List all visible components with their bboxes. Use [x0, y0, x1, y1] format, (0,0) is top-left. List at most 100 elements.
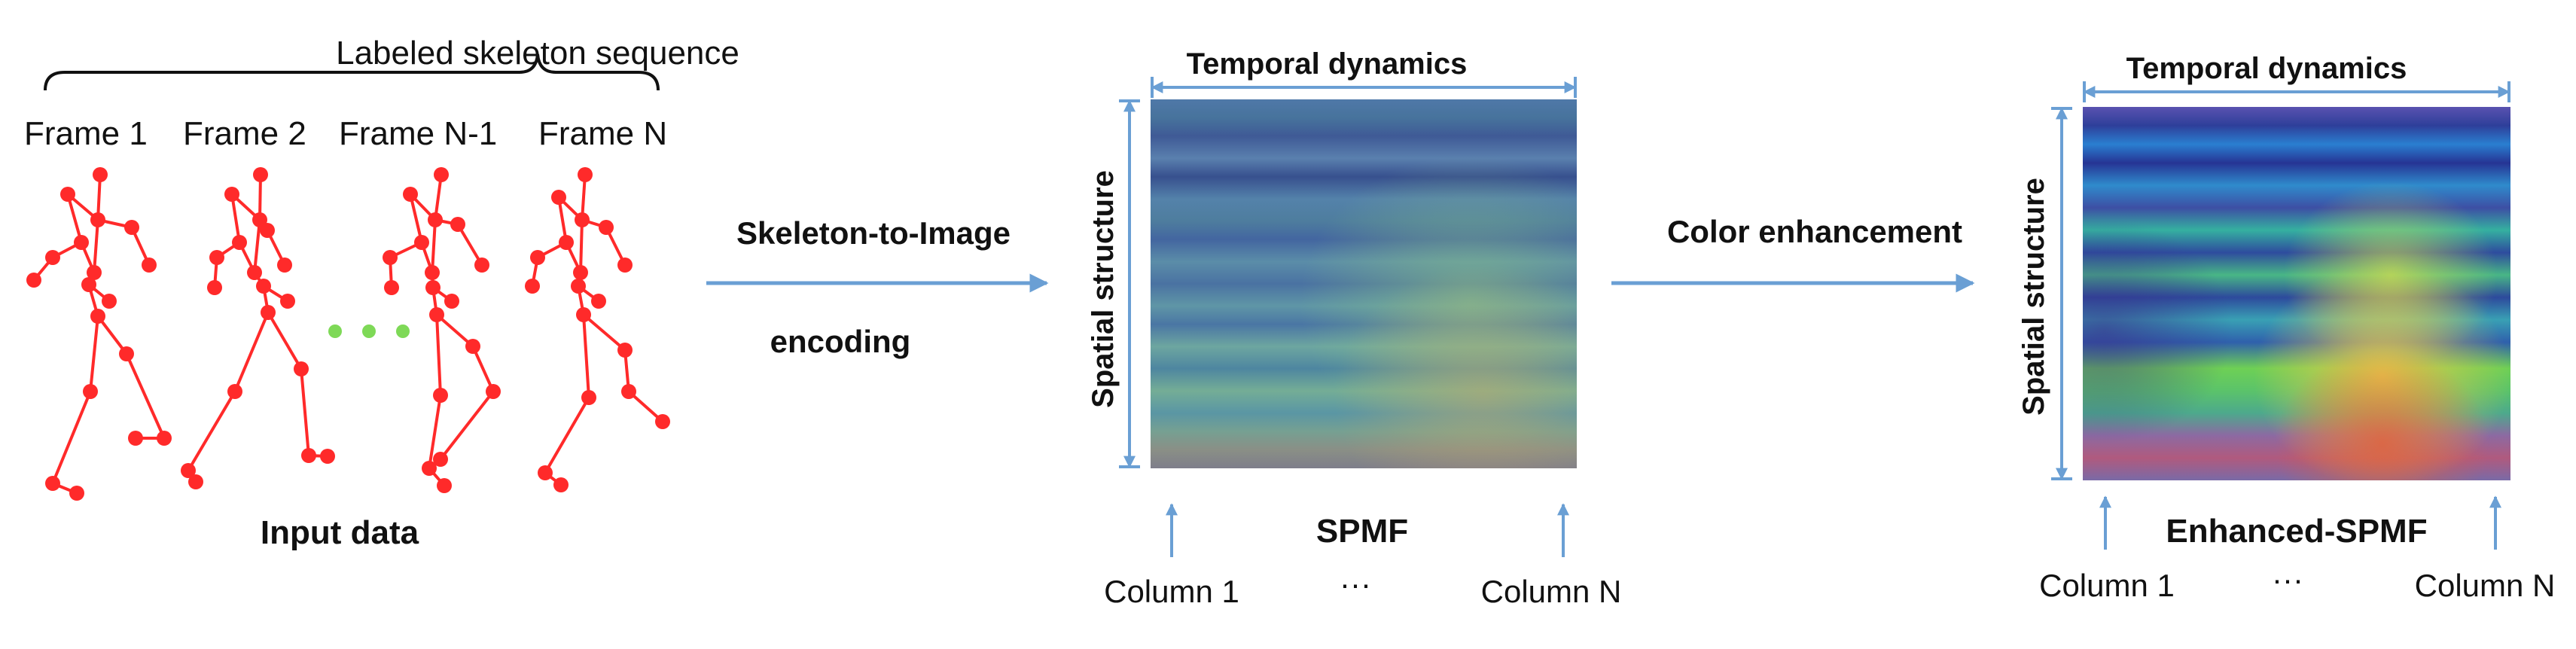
skeleton-joint — [573, 265, 588, 280]
skeleton-joint — [142, 257, 157, 273]
skeleton-joint — [294, 361, 309, 376]
skeleton-bone — [258, 174, 262, 221]
skeleton-bone — [300, 368, 310, 456]
input-section: Labeled skeleton sequence Frame 1 Frame … — [24, 35, 739, 551]
skeleton-joint — [69, 486, 84, 501]
skeleton-joint — [425, 280, 441, 295]
skeleton-bone — [439, 390, 495, 461]
skeleton-joint — [617, 257, 633, 273]
green-dot — [396, 324, 410, 338]
skeleton-bone — [544, 396, 590, 474]
skeleton-bone — [230, 193, 241, 243]
skeleton-bone — [96, 315, 128, 355]
skeleton-bone — [435, 314, 442, 396]
spmf-image — [1151, 99, 1577, 468]
enhanced-columnn-label: Column N — [2415, 568, 2556, 603]
skeleton-bone — [557, 197, 568, 243]
spmf-columnn-label: Column N — [1481, 574, 1622, 609]
skeleton-joint — [188, 474, 203, 489]
skeleton-bone — [253, 219, 261, 273]
skeleton-joint — [599, 220, 614, 235]
spmf-column-ellipsis: ··· — [1340, 566, 1371, 602]
skeleton-joint — [261, 305, 276, 320]
skeleton-joint — [119, 346, 134, 361]
skeleton-joint — [277, 257, 292, 273]
skeleton-joint — [45, 476, 60, 491]
skeleton-bone — [125, 353, 166, 439]
skeleton-bone — [428, 395, 442, 469]
skeleton-joint — [581, 390, 596, 405]
skeleton-joint — [280, 294, 295, 309]
skeleton-joint — [474, 257, 489, 273]
skeleton-joint — [301, 448, 316, 463]
skeleton-bone — [582, 314, 590, 398]
skeleton-bone — [267, 311, 303, 370]
enhanced-temporal-label: Temporal dynamics — [2126, 52, 2407, 85]
frame-label-1: Frame 1 — [24, 115, 148, 152]
skeleton-joint — [444, 294, 459, 309]
skeleton-joint — [260, 223, 275, 238]
skeleton-joint — [253, 167, 268, 182]
enhanced-spatial-label: Spatial structure — [2017, 178, 2050, 416]
skeleton-joint — [437, 478, 452, 493]
skeleton-joint — [224, 187, 239, 202]
encoding-label-line2: encoding — [770, 324, 911, 359]
skeleton-bone — [51, 391, 92, 484]
skeleton-joint — [525, 279, 540, 294]
skeleton-joint — [383, 250, 398, 265]
enhanced-spmf-section: Temporal dynamics Spatial structure Enha… — [2017, 52, 2555, 603]
skeleton-joint — [429, 307, 444, 322]
skeleton-joint — [384, 280, 399, 295]
skeleton-bone — [409, 193, 423, 243]
encoding-step: Skeleton-to-Image encoding — [706, 215, 1049, 359]
skeleton-joint — [425, 265, 440, 280]
skeleton-sequence-header: Labeled skeleton sequence — [336, 35, 739, 72]
skeleton-bone — [89, 315, 99, 392]
skeleton-joint — [450, 217, 465, 232]
skeleton-bone — [579, 219, 584, 273]
skeleton-frames — [26, 167, 670, 501]
skeleton-bone — [66, 193, 83, 243]
skeleton-joint — [157, 431, 172, 446]
skeleton-joint — [74, 235, 89, 250]
skeleton-joint — [571, 279, 586, 294]
skeleton-joint — [553, 477, 569, 492]
skeleton-joint — [102, 294, 117, 309]
green-dot — [362, 324, 376, 338]
skeleton-joint — [575, 212, 590, 227]
skeleton-joint — [87, 265, 102, 280]
green-dot — [328, 324, 342, 338]
enhanced-column1-label: Column 1 — [2039, 568, 2175, 603]
skeleton-bone — [581, 174, 587, 221]
spmf-section: Temporal dynamics Spatial structure SPMF… — [1087, 47, 1621, 609]
skeleton-joint — [252, 212, 267, 227]
skeleton-joint — [530, 250, 545, 265]
skeleton-bone — [435, 313, 474, 348]
skeleton-joint — [559, 235, 574, 250]
skeleton-joint — [93, 167, 108, 182]
skeleton-joint — [576, 307, 591, 322]
encoding-label-line1: Skeleton-to-Image — [736, 215, 1011, 251]
skeleton-joint — [465, 339, 480, 354]
skeleton-joint — [591, 294, 606, 309]
skeleton-joint — [124, 220, 139, 235]
skeleton-joint — [433, 452, 448, 467]
skeleton-joint — [617, 343, 633, 358]
skeleton-joint — [81, 277, 96, 292]
skeleton-bone — [456, 223, 483, 267]
skeleton-joint — [256, 279, 271, 294]
skeleton-joint — [655, 414, 670, 429]
skeleton-joint — [128, 431, 143, 446]
spmf-caption: SPMF — [1316, 513, 1408, 550]
skeleton-bone — [431, 219, 437, 273]
skeleton-joint — [551, 190, 566, 205]
spmf-column1-label: Column 1 — [1104, 574, 1239, 609]
skeleton-bone — [93, 219, 99, 273]
skeleton-joint — [247, 265, 262, 280]
color-enhancement-label: Color enhancement — [1667, 214, 1962, 249]
skeleton-joint — [207, 280, 222, 295]
frame-label-2: Frame 2 — [183, 115, 306, 152]
skeleton-joint — [209, 250, 224, 265]
skeleton-joint — [181, 463, 196, 478]
